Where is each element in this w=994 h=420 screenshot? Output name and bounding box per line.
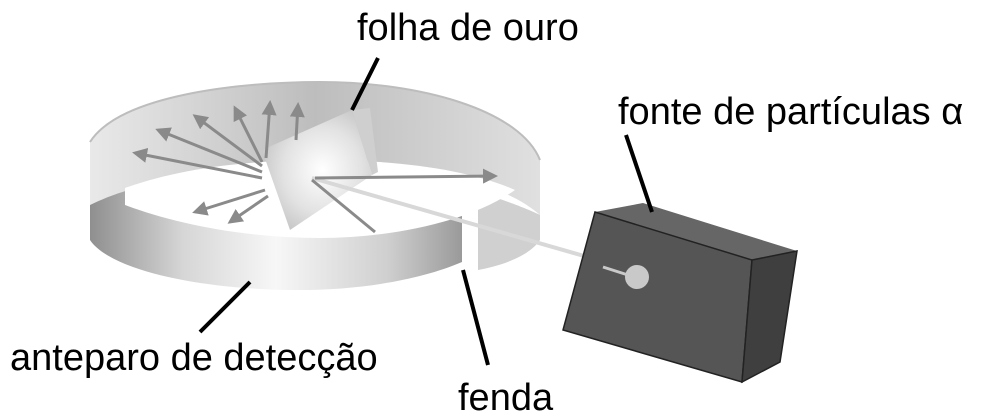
box-top-face [595,203,797,260]
label-gold-foil: folha de ouro [357,7,579,49]
alpha-source-box [562,203,798,384]
gold-foil [262,108,378,230]
box-side-face [741,250,798,384]
scattered-particle-arrows [132,100,498,224]
deflected-arrow [192,188,266,216]
deflected-arrow [155,127,263,174]
label-slit: fenda [458,377,554,419]
deflected-arrow [192,114,263,168]
backscatter-arrow [311,178,376,234]
label-alpha-source: fonte de partículas α [618,91,963,133]
deflected-arrow [261,100,277,159]
deflected-arrow [289,102,305,141]
deflected-arrow [233,105,264,163]
leader-lines [198,57,654,366]
emitter-icon [625,265,649,289]
label-detection-screen: anteparo de detecção [10,337,378,379]
deflected-arrow [132,147,263,180]
emitter-nozzle [602,265,629,277]
gold-foil-leader [350,57,380,111]
alpha-source-leader [624,134,654,213]
deflected-arrow [227,194,269,224]
straight-through-arrow [314,168,498,184]
detection-screen-leader [198,280,252,334]
alpha-beam [311,176,606,264]
slit-leader [461,269,490,366]
